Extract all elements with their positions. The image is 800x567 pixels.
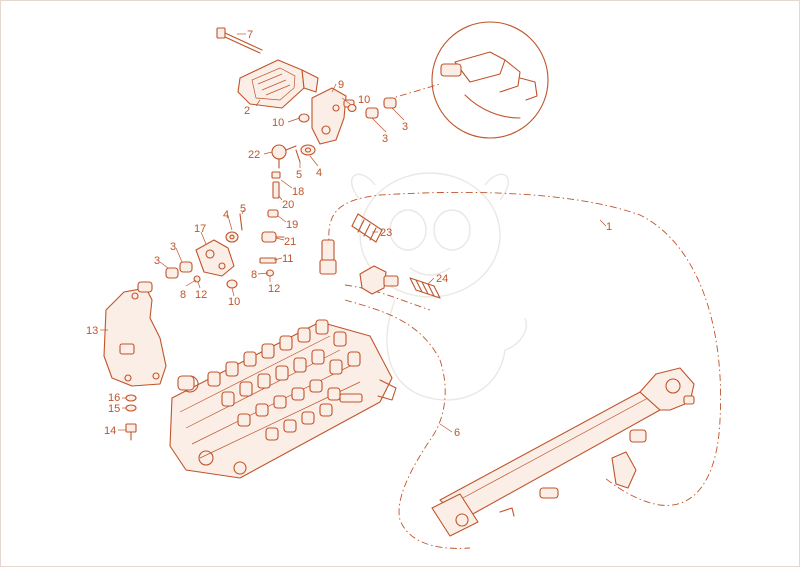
pedal-2 <box>237 59 319 109</box>
callout-3: 3 <box>170 241 176 253</box>
fitting-stack <box>261 171 285 243</box>
callout-8: 8 <box>180 289 186 301</box>
callout-18: 18 <box>292 186 304 198</box>
callout-12: 12 <box>268 283 280 295</box>
callout-10: 10 <box>272 117 284 129</box>
callout-16: 16 <box>108 392 120 404</box>
hydraulic-cylinder <box>431 367 695 537</box>
pin-5a <box>295 149 301 163</box>
callout-22: 22 <box>248 149 260 161</box>
callout-23: 23 <box>380 227 392 239</box>
watermark-mascot <box>350 172 527 401</box>
callout-8: 8 <box>251 269 257 281</box>
callout-5: 5 <box>240 203 246 215</box>
callout-6: 6 <box>454 427 460 439</box>
callout-24: 24 <box>436 273 448 285</box>
callout-5: 5 <box>296 169 302 181</box>
spring-23 <box>351 213 383 243</box>
callout-14: 14 <box>104 425 116 437</box>
callout-12: 12 <box>195 289 207 301</box>
detail-circle <box>385 21 549 139</box>
callout-10: 10 <box>228 296 240 308</box>
hose-adapter <box>319 239 337 275</box>
callout-11: 11 <box>282 253 293 265</box>
callout-3: 3 <box>154 255 160 267</box>
bolt-7 <box>216 27 263 54</box>
callout-17: 17 <box>194 223 206 235</box>
callout-2: 2 <box>244 105 250 117</box>
callout-10: 10 <box>358 94 370 106</box>
callout-15: 15 <box>108 403 120 415</box>
callout-20: 20 <box>282 199 294 211</box>
spring-24 <box>409 277 441 299</box>
callout-9: 9 <box>338 79 344 91</box>
lever-bracket-17 <box>195 239 235 277</box>
lever-bracket-9 <box>311 87 355 145</box>
hose-line-link <box>344 284 431 311</box>
mounting-plate-13 <box>103 281 167 387</box>
ball-joint-22 <box>271 144 297 169</box>
callout-19: 19 <box>286 219 298 231</box>
callout-7: 7 <box>247 29 253 41</box>
callout-13: 13 <box>86 325 98 337</box>
callout-4: 4 <box>223 209 229 221</box>
callout-4: 4 <box>316 167 322 179</box>
hose-line-6 <box>344 299 471 549</box>
elbow-fitting <box>359 265 399 295</box>
small-parts-middle <box>165 213 277 289</box>
callout-1: 1 <box>606 221 612 233</box>
leader-lines <box>100 33 607 433</box>
callout-3: 3 <box>402 121 408 133</box>
control-valve-block <box>169 319 397 479</box>
callout-21: 21 <box>284 236 296 248</box>
callout-labels: 7 9 10 2 10 3 3 22 5 4 18 20 19 21 5 4 1… <box>86 29 612 439</box>
callout-3: 3 <box>382 133 388 145</box>
hose-line-1 <box>328 191 722 506</box>
bolt-washer-14-16 <box>125 394 137 441</box>
small-parts-upper <box>298 97 397 156</box>
